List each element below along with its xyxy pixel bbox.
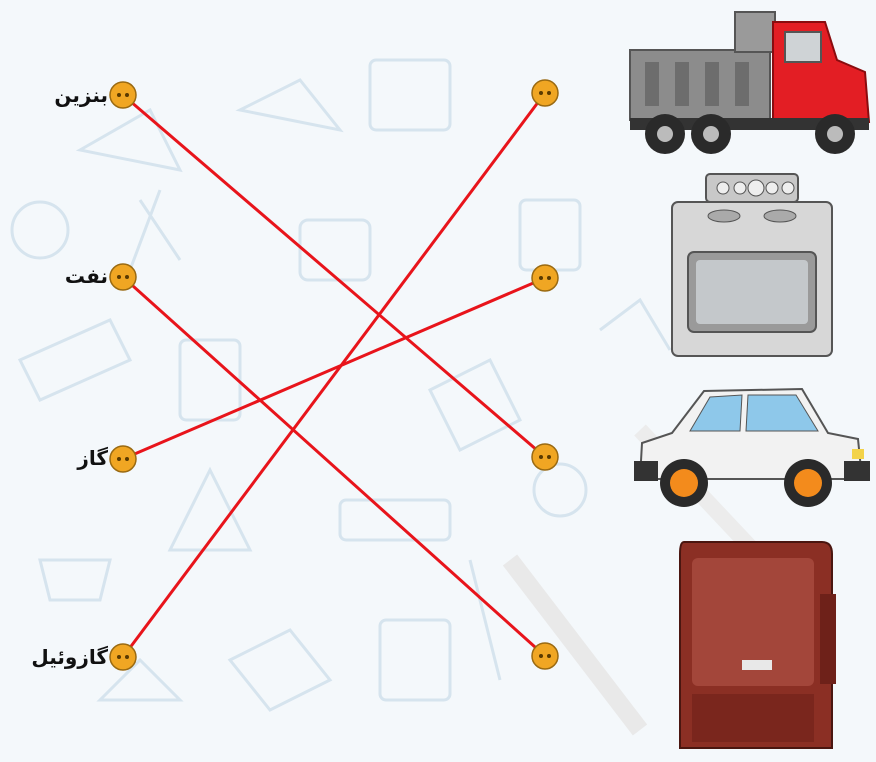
dot-left-benzin[interactable] <box>108 80 138 110</box>
fuel-label-gaz: گاز <box>77 446 108 470</box>
dot-right-stove[interactable] <box>530 263 560 293</box>
gas-stove-icon <box>668 172 836 360</box>
dot-right-heater[interactable] <box>530 641 560 671</box>
dot-left-gaz[interactable] <box>108 444 138 474</box>
car-icon <box>632 383 872 515</box>
fuel-label-naft: نفت <box>65 264 108 288</box>
dot-left-gazoil[interactable] <box>108 642 138 672</box>
dot-right-truck[interactable] <box>530 78 560 108</box>
dot-right-car[interactable] <box>530 442 560 472</box>
oil-heater-icon <box>672 534 840 760</box>
fuel-label-benzin: بنزین <box>54 83 108 107</box>
fuel-label-gazoil: گازوئیل <box>31 645 108 669</box>
dot-left-naft[interactable] <box>108 262 138 292</box>
dump-truck-icon <box>625 10 873 160</box>
